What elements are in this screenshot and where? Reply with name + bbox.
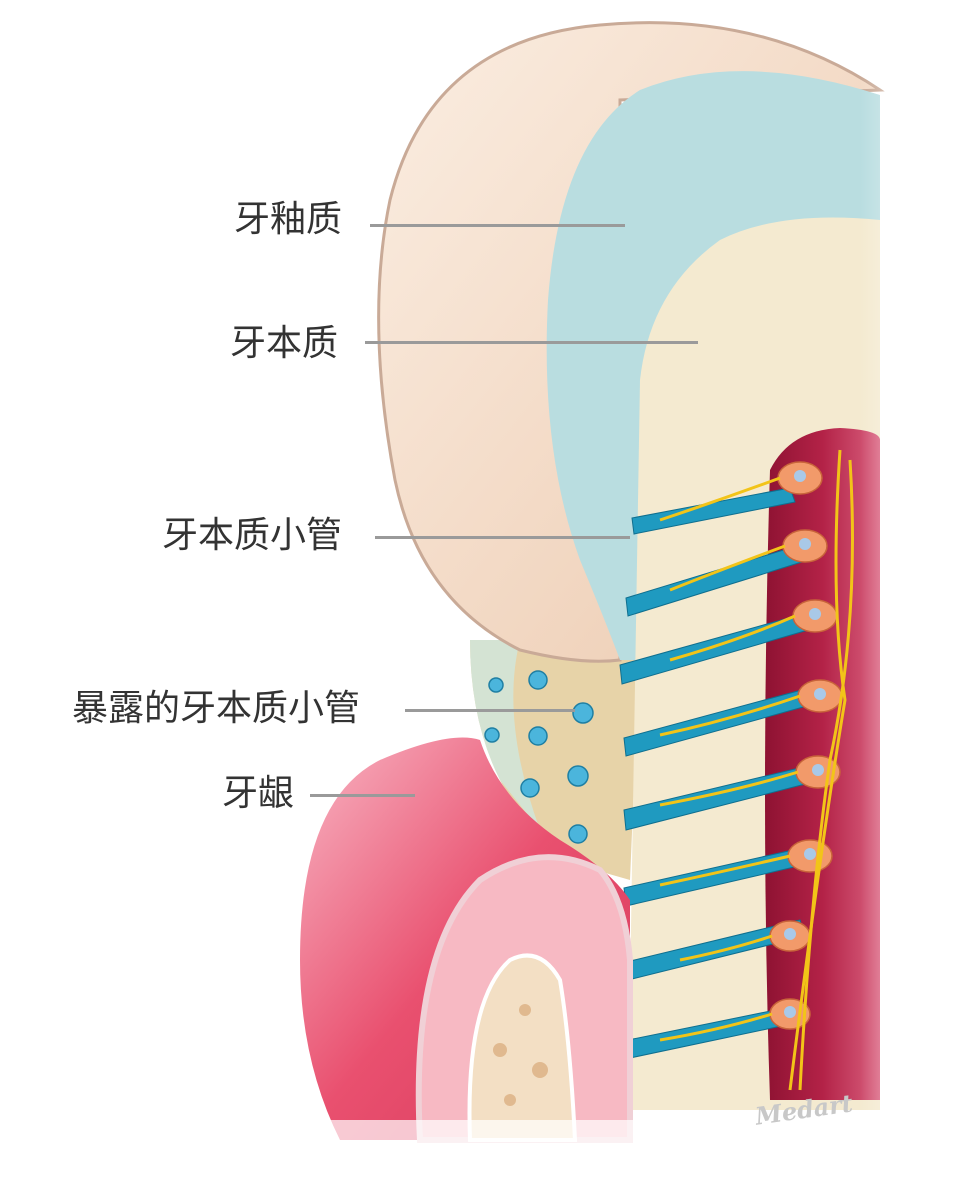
enamel-leader-line — [370, 224, 625, 227]
label-dentin: 牙本质 — [230, 323, 339, 364]
bone — [467, 953, 578, 1142]
label-exposed-tubules: 暴露的牙本质小管 — [72, 688, 361, 729]
label-enamel: 牙釉质 — [234, 199, 343, 240]
nerve-fibers — [659, 449, 854, 1091]
tubules-leader-line — [375, 536, 630, 539]
dentin-leader-line — [365, 341, 698, 344]
exposed-tubule-openings — [484, 670, 594, 844]
gum-leader-line — [310, 794, 415, 797]
label-gum: 牙龈 — [222, 773, 295, 814]
enamel — [377, 21, 885, 663]
exposed-tubules-leader-line — [405, 709, 575, 712]
label-dentinal-tubules: 牙本质小管 — [162, 515, 343, 556]
